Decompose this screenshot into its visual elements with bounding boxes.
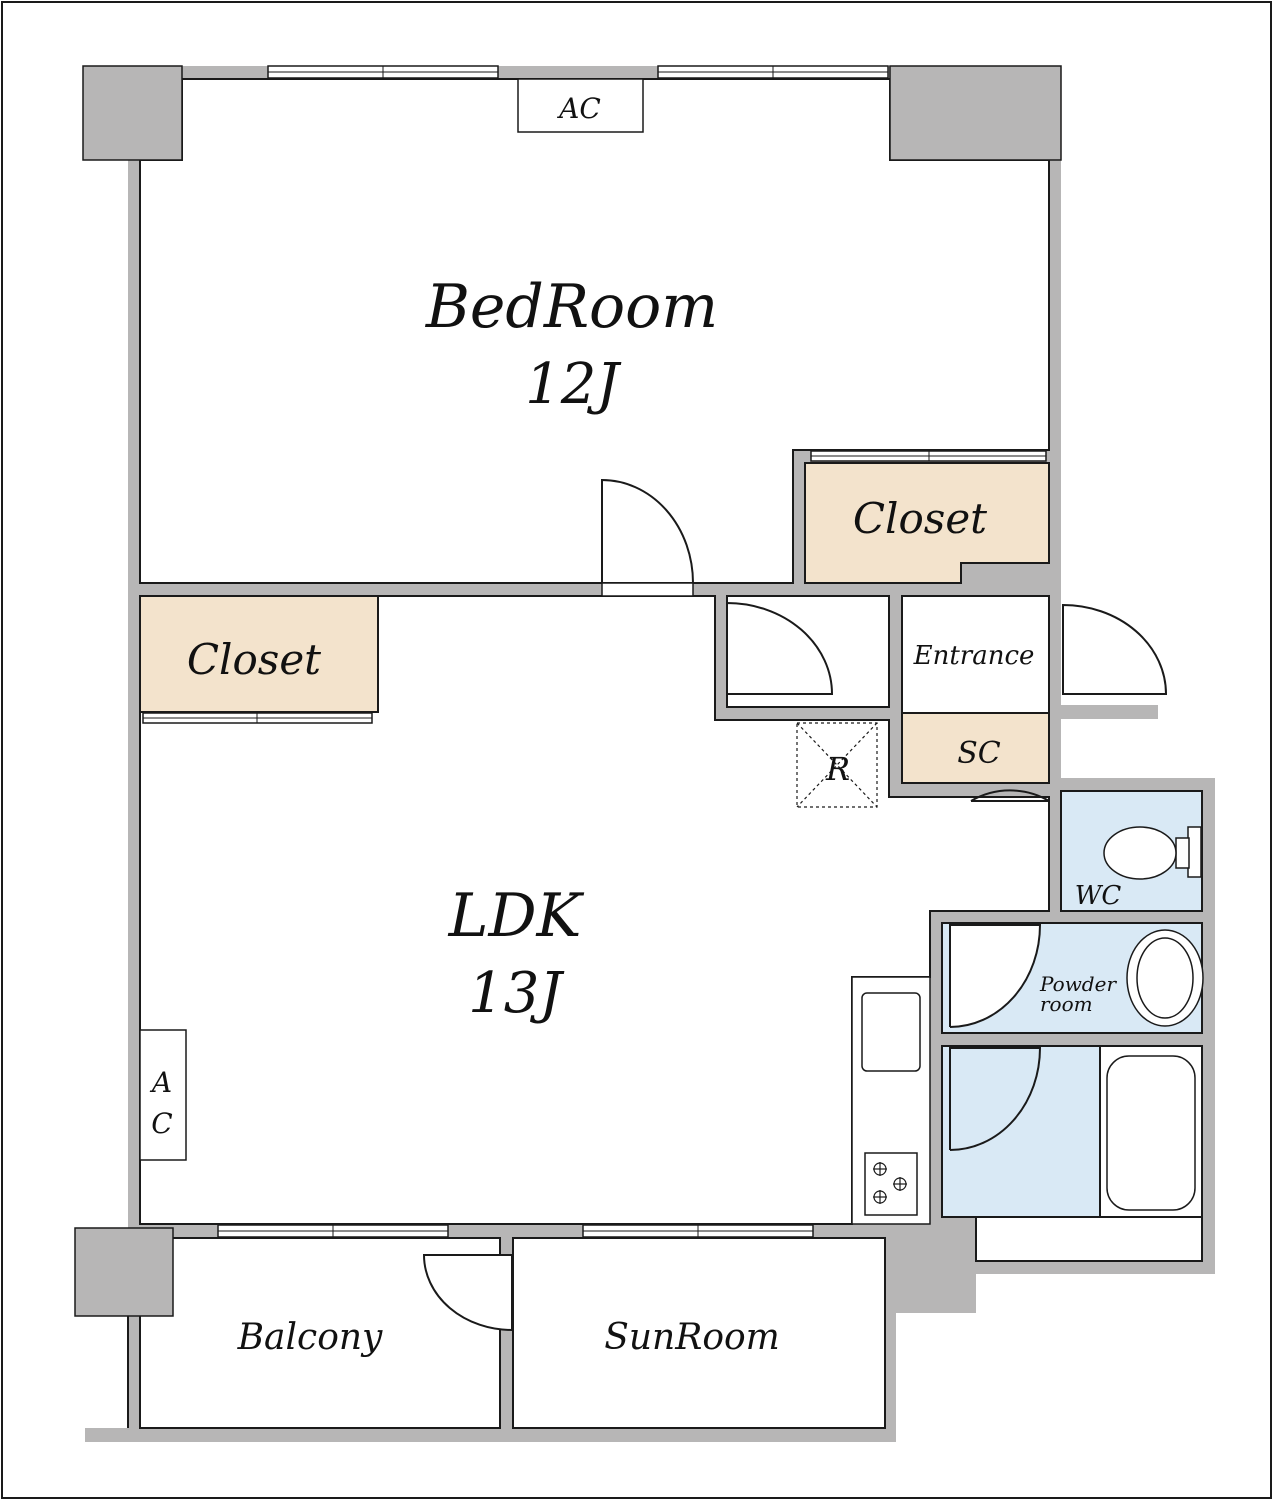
balcony-label: Balcony — [237, 1317, 383, 1358]
entrance-door-swing — [1062, 603, 1168, 695]
bathtub-icon — [1106, 1055, 1196, 1211]
powder-door-swing — [949, 924, 1042, 1028]
sunroom-label: SunRoom — [604, 1317, 780, 1358]
bedroom-size: 12J — [525, 352, 622, 417]
bedroom-name: BedRoom — [425, 272, 718, 342]
wc-label: WC — [1075, 881, 1122, 911]
ldk-closet-floor — [139, 595, 379, 713]
entrance-floor — [901, 595, 1050, 714]
refrigerator-label: R — [825, 750, 850, 788]
bedroom-door-swing — [601, 478, 694, 584]
stove-burner-icon — [873, 1162, 907, 1204]
ldk-size: 13J — [468, 961, 565, 1026]
columns — [74, 65, 1062, 1317]
powder-room-label-line1: Powder — [1039, 972, 1117, 996]
ac-ldk-label-line1: A — [149, 1066, 172, 1099]
bedroom-door-opening — [601, 582, 694, 597]
kitchen-stove — [864, 1152, 918, 1216]
sunroom-floor — [512, 1237, 886, 1429]
kitchen-sink — [861, 992, 921, 1072]
bedroom-closet-label: Closet — [853, 494, 987, 543]
windows — [142, 65, 1047, 1238]
ac-unit-ldk — [139, 1029, 187, 1161]
column-top-left — [82, 65, 183, 161]
utility-strip — [975, 1216, 1203, 1262]
bath-door-swing — [949, 1047, 1042, 1151]
doors — [422, 478, 1168, 1331]
powder-room-label-line2: room — [1040, 992, 1093, 1016]
balcony-door-swing — [422, 1254, 513, 1331]
fixtures — [139, 78, 1204, 1225]
shoe-cabinet-label: SC — [957, 736, 1001, 771]
hall-door-swing — [726, 601, 834, 695]
wash-basin-icon — [1126, 929, 1204, 1027]
wc-door-swing — [970, 789, 1050, 880]
ldk-closet-label: Closet — [187, 635, 321, 684]
column-bottom-left — [74, 1227, 174, 1317]
column-top-right — [889, 65, 1062, 161]
refrigerator-space — [796, 722, 878, 808]
entrance-wall-stub — [1061, 705, 1158, 719]
entrance-label: Entrance — [913, 641, 1035, 671]
bedroom-closet-floor — [804, 462, 1050, 584]
ldk-name: LDK — [448, 881, 585, 951]
shoe-cabinet-floor — [901, 712, 1050, 784]
ac-bedroom-label: AC — [556, 92, 601, 125]
ac-ldk-label-line2: C — [151, 1107, 172, 1140]
toilet-icon — [1103, 826, 1202, 880]
labels: BedRoom 12J Closet Closet Entrance SC R … — [149, 92, 1122, 1358]
ac-unit-bedroom — [517, 78, 644, 133]
